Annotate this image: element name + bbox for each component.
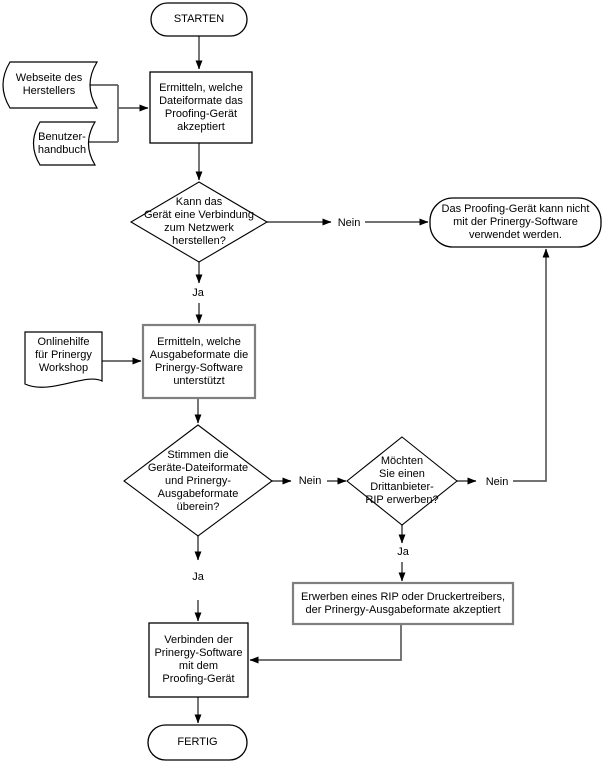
manufacturer-website-shape	[2, 61, 99, 109]
network-question-shape	[129, 181, 269, 263]
edge-label-network-nein: Nein	[333, 217, 365, 230]
third-party-rip-question-label: Möchten Sie einen Drittanbieter- RIP erw…	[365, 455, 439, 506]
online-help-label: Onlinehilfe für Prinergy Workshop	[35, 336, 92, 374]
edge-label-rip-ja: Ja	[390, 546, 416, 559]
connector-acquire-to-connect	[249, 624, 402, 664]
formats-match-question-shape	[123, 424, 273, 537]
connect-software-shape	[148, 622, 249, 698]
online-help-shape	[24, 331, 103, 388]
determine-device-formats-label: Ermitteln, welche Dateiformate das Proof…	[159, 81, 243, 133]
cannot-use-result-label: Das Proofing-Gerät kann nicht mit der Pr…	[441, 203, 590, 241]
determine-device-formats-shape	[149, 71, 253, 144]
edge-label-match-nein: Nein	[294, 475, 326, 488]
start-terminator-shape	[150, 2, 248, 37]
connector-documents-join	[88, 84, 119, 143]
determine-output-formats-shape	[141, 323, 257, 400]
connect-software-label: Verbinden der Prinergy-Software mit dem …	[154, 634, 243, 685]
connector-nein-up-to-cannot-use	[513, 248, 550, 482]
finish-terminator-shape	[147, 724, 248, 761]
network-question-label: Kann das Gerät eine Verbindung zum Netzw…	[143, 196, 255, 247]
finish-terminator-label: FERTIG	[177, 736, 218, 748]
determine-output-formats-label: Ermitteln, welche Ausgabeformate die Pri…	[149, 335, 249, 387]
edge-label-network-ja: Ja	[185, 287, 211, 300]
start-terminator-label: STARTEN	[173, 13, 225, 25]
user-manual-label: Benutzer- handbuch	[37, 130, 87, 156]
edge-label-match-ja: Ja	[185, 571, 211, 584]
acquire-rip-shape	[291, 581, 515, 626]
user-manual-shape	[32, 121, 97, 166]
edge-label-rip-nein: Nein	[481, 476, 513, 489]
manufacturer-website-label: Webseite des Herstellers	[15, 72, 83, 97]
formats-match-question-label: Stimmen die Geräte-Dateiformate und Prin…	[147, 448, 249, 513]
acquire-rip-label: Erwerben eines RIP oder Druckertreibers,…	[301, 590, 505, 616]
third-party-rip-question-shape	[346, 436, 458, 526]
cannot-use-result-shape	[429, 197, 602, 248]
